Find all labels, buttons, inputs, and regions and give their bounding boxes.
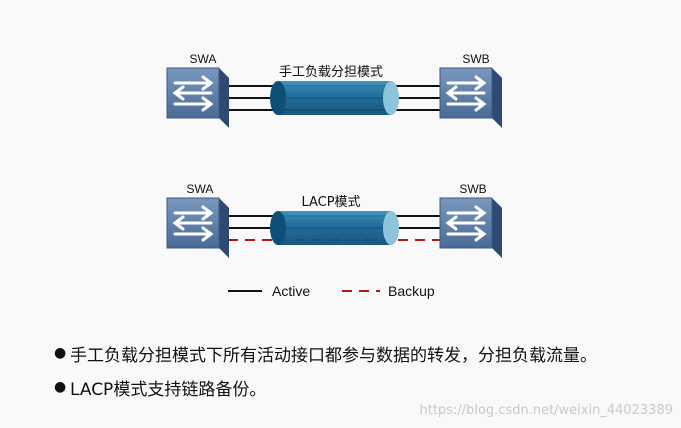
bullet-dot-icon: ● (54, 345, 67, 361)
manual-switch-a-icon (166, 67, 229, 128)
lacp-switch-b-label: SWB (459, 182, 486, 196)
manual-trunk-bundle (270, 81, 399, 115)
lacp-mode-group: SWA SWB LACP模式 (166, 182, 502, 258)
legend-active-label: Active (272, 283, 310, 299)
bullet-item: ● 手工负载分担模式下所有活动接口都参与数据的转发，分担负载流量。 (54, 336, 674, 370)
lacp-switch-a-icon (166, 197, 229, 258)
legend: Active Backup (228, 283, 435, 299)
manual-mode-label: 手工负载分担模式 (279, 65, 383, 80)
manual-mode-group: SWA SWB 手工负载分担模式 (166, 52, 502, 128)
lacp-switch-a-label: SWA (187, 182, 214, 196)
bullet-text: LACP模式支持链路备份。 (70, 379, 267, 400)
watermark: https://blog.csdn.net/weixin_44023389 (419, 403, 673, 418)
manual-switch-b-label: SWB (462, 52, 489, 66)
manual-switch-b-icon (439, 67, 502, 128)
bullet-item: ● LACP模式支持链路备份。 (54, 370, 674, 404)
lacp-trunk-bundle (270, 211, 399, 245)
manual-switch-a-label: SWA (190, 52, 217, 66)
bullet-text: 手工负载分担模式下所有活动接口都参与数据的转发，分担负载流量。 (70, 345, 597, 366)
lacp-switch-b-icon (439, 197, 502, 258)
bullet-dot-icon: ● (54, 379, 67, 395)
lacp-mode-label: LACP模式 (301, 195, 360, 210)
bullet-list: ● 手工负载分担模式下所有活动接口都参与数据的转发，分担负载流量。 ● LACP… (54, 336, 674, 404)
legend-backup-label: Backup (388, 283, 435, 299)
